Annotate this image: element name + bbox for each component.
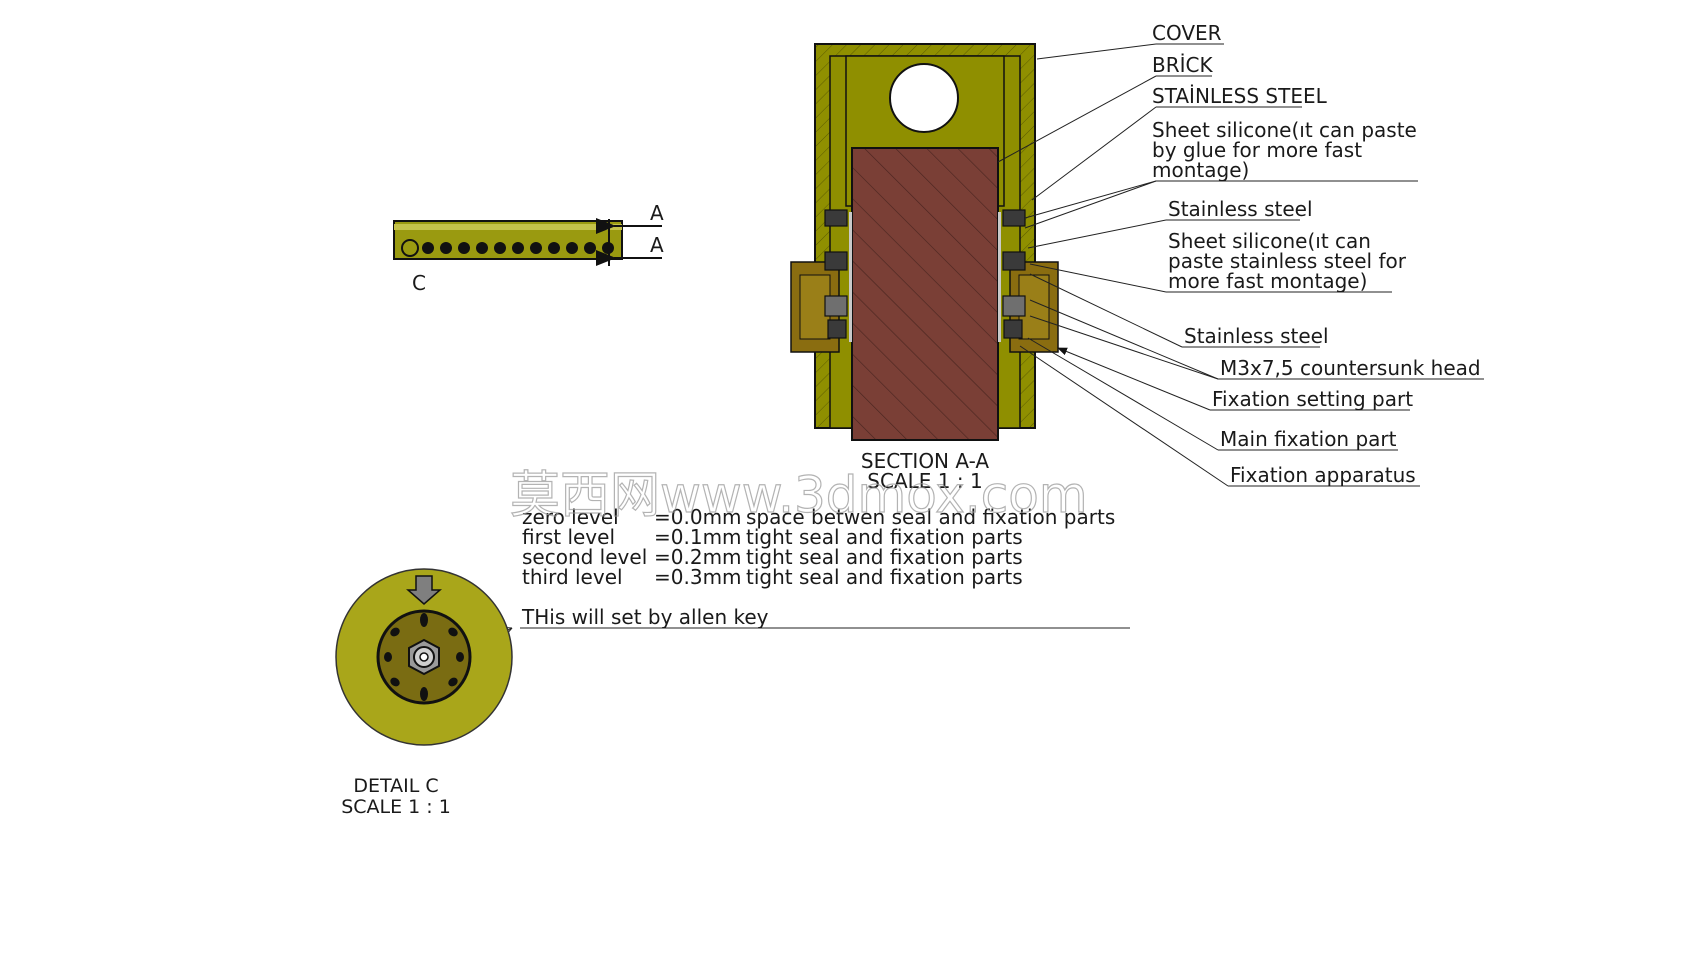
detail-marker-c: C	[412, 271, 426, 295]
section-scale: SCALE 1 : 1	[867, 469, 982, 493]
label-sheet-silicone-1-line1: Sheet silicone(ıt can paste	[1152, 118, 1417, 142]
label-sheet-silicone-2-line3: more fast montage)	[1168, 269, 1367, 293]
detail-view: DETAIL C SCALE 1 : 1	[335, 568, 513, 818]
level-desc: tight seal and fixation parts	[746, 565, 1023, 589]
label-main-fixation-part: Main fixation part	[1220, 427, 1397, 451]
label-stainless-steel-upper: STAİNLESS STEEL	[1152, 84, 1328, 108]
level-name: first level	[522, 525, 615, 549]
watermark: 莫西网www.3dmox.com	[510, 466, 1088, 524]
detail-title: DETAIL C	[353, 775, 438, 797]
label-sheet-silicone-2-line2: paste stainless steel for	[1168, 249, 1407, 273]
level-name: third level	[522, 565, 623, 589]
level-value: =0.2mm	[654, 545, 742, 569]
level-name: zero level	[522, 505, 619, 529]
down-arrow-icon	[406, 575, 442, 605]
label-sheet-silicone-2-line1: Sheet silicone(ıt can	[1168, 229, 1371, 253]
label-sheet-silicone-1-line3: montage)	[1152, 158, 1249, 182]
label-sheet-silicone-1-line2: by glue for more fast	[1152, 138, 1362, 162]
allen-key-note: THis will set by allen key	[521, 605, 769, 629]
label-stainless-steel-3: Stainless steel	[1184, 324, 1329, 348]
top-view: A A C	[393, 201, 664, 295]
level-name: second level	[522, 545, 647, 569]
level-value: =0.1mm	[654, 525, 742, 549]
callout-labels: COVER BRİCK STAİNLESS STEEL Sheet silico…	[1152, 21, 1481, 487]
label-cover: COVER	[1152, 21, 1222, 45]
section-title: SECTION A-A	[861, 449, 989, 473]
top-hole	[889, 63, 959, 133]
level-desc: space betwen seal and fixation parts	[746, 505, 1115, 529]
level-desc: tight seal and fixation parts	[746, 545, 1023, 569]
label-stainless-steel-2: Stainless steel	[1168, 197, 1313, 221]
top-view-holes	[401, 239, 614, 257]
levels-table: zero level =0.0mm space betwen seal and …	[522, 505, 1115, 589]
stainless-steel-left-upper	[824, 209, 848, 227]
section-marker-a-bottom: A	[650, 233, 664, 257]
label-brick: BRİCK	[1152, 53, 1213, 77]
section-view: SECTION A-A SCALE 1 : 1	[790, 43, 1059, 493]
label-fixation-setting-part: Fixation setting part	[1212, 387, 1413, 411]
label-fixation-apparatus: Fixation apparatus	[1230, 463, 1416, 487]
brick	[851, 147, 999, 441]
label-m3-countersunk: M3x7,5 countersunk head	[1220, 356, 1481, 380]
stainless-steel-right-upper	[1002, 209, 1026, 227]
section-marker-a-top: A	[650, 201, 664, 225]
level-desc: tight seal and fixation parts	[746, 525, 1023, 549]
level-value: =0.0mm	[654, 505, 742, 529]
detail-scale: SCALE 1 : 1	[341, 796, 451, 818]
callout-leaders	[431, 43, 1484, 677]
level-value: =0.3mm	[654, 565, 742, 589]
